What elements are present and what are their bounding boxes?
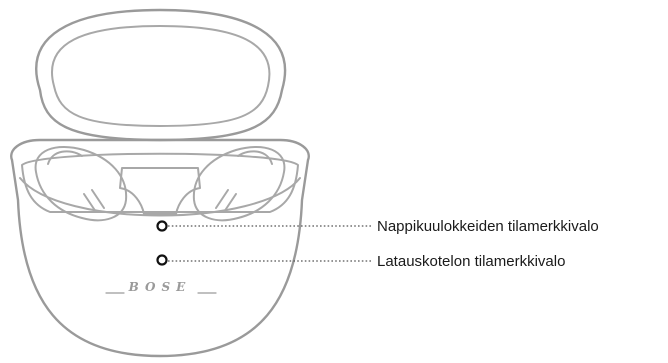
earbuds-status-label: Nappikuulokkeiden tilamerkkivalo — [377, 218, 599, 235]
right-earbud-mark-2 — [216, 190, 228, 208]
lid-outer — [36, 10, 285, 140]
center-cradle — [120, 168, 200, 214]
case-status-label: Latauskotelon tilamerkkivalo — [377, 253, 565, 270]
case-body — [11, 140, 309, 356]
left-earbud-mark-2 — [92, 190, 104, 208]
case-outer — [11, 140, 309, 356]
case-status-light — [158, 256, 167, 265]
lid-inner-rim — [52, 26, 269, 126]
earbuds-status-light — [158, 222, 167, 231]
bose-logo: BOSE — [128, 280, 192, 294]
case-lid — [36, 10, 285, 140]
